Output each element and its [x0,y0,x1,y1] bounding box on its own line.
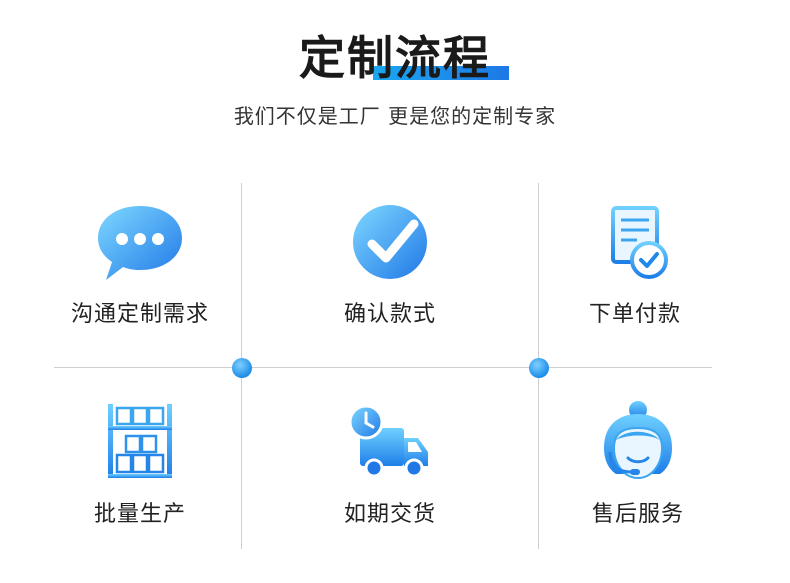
warehouse-shelf-icon [90,400,190,490]
step-label: 如期交货 [343,502,436,527]
step-after-sales: 售后服务 [518,400,758,528]
step-label: 售后服务 [591,502,684,527]
page-title-text: 定制流程 [299,31,491,85]
page-title: 定制流程 [299,28,509,88]
header: 定制流程 [0,28,790,88]
step-label: 批量生产 [93,502,186,527]
delivery-truck-icon [340,400,440,490]
step-order-payment: 下单付款 [515,200,755,328]
customer-service-icon [588,400,688,490]
grid-junction-dot-left [232,358,252,378]
step-communicate: 沟通定制需求 [20,200,260,328]
checkmark-circle-icon [340,200,440,290]
grid-divider-horizontal [54,367,712,368]
step-label: 沟通定制需求 [70,302,209,327]
step-on-time-delivery: 如期交货 [270,400,510,528]
step-label: 下单付款 [588,302,681,327]
chat-bubble-icon [90,200,190,290]
step-label: 确认款式 [343,302,436,327]
step-mass-production: 批量生产 [20,400,260,528]
document-check-icon [585,200,685,290]
grid-junction-dot-right [529,358,549,378]
page-subtitle: 我们不仅是工厂 更是您的定制专家 [233,104,557,128]
step-confirm-style: 确认款式 [270,200,510,328]
